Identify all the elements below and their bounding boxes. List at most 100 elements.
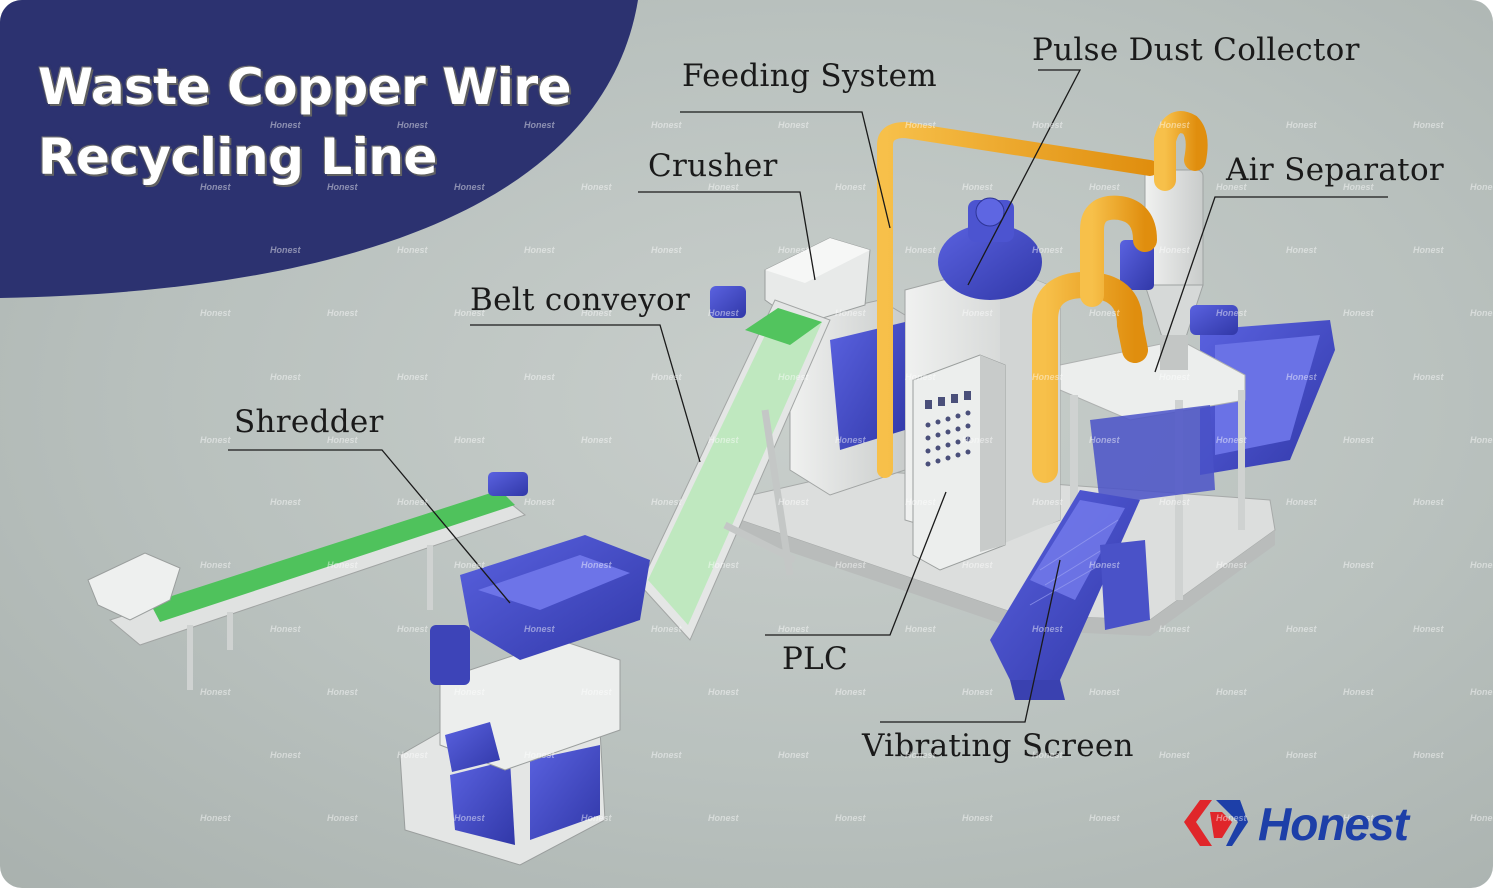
watermark-text: Honest bbox=[778, 120, 809, 130]
watermark-text: Honest bbox=[835, 687, 866, 697]
crusher-motor bbox=[830, 322, 905, 450]
watermark-text: Honest bbox=[581, 308, 612, 318]
watermark-text: Honest bbox=[1343, 308, 1374, 318]
watermark-text: Honest bbox=[1470, 813, 1493, 823]
watermark-text: Honest bbox=[905, 624, 936, 634]
watermark-text: Honest bbox=[397, 750, 428, 760]
watermark-text: Honest bbox=[778, 372, 809, 382]
title-band bbox=[0, 0, 638, 298]
watermark-text: Honest bbox=[200, 813, 231, 823]
leader-vibrating-screen bbox=[880, 559, 1061, 723]
watermark-text: Honest bbox=[1470, 435, 1493, 445]
watermark-text: Honest bbox=[1413, 624, 1444, 634]
label-air-separator: Air Separator bbox=[1226, 152, 1445, 188]
belt-conveyor-surface bbox=[648, 308, 822, 625]
watermark-text: Honest bbox=[1470, 560, 1493, 570]
watermark-text: Honest bbox=[835, 813, 866, 823]
watermark-text: Honest bbox=[270, 497, 301, 507]
watermark-text: Honest bbox=[581, 560, 612, 570]
title-block: Waste Copper Wire Recycling Line bbox=[0, 0, 640, 300]
watermark-text: Honest bbox=[270, 624, 301, 634]
watermark-text: Honest bbox=[962, 560, 993, 570]
label-plc: PLC bbox=[782, 641, 849, 677]
watermark-text: Honest bbox=[1413, 245, 1444, 255]
watermark-text: Honest bbox=[1089, 435, 1120, 445]
watermark-text: Honest bbox=[454, 308, 485, 318]
watermark-text: Honest bbox=[708, 687, 739, 697]
watermark-text: Honest bbox=[397, 245, 428, 255]
watermark-text: Honest bbox=[1413, 372, 1444, 382]
leader-lines bbox=[228, 69, 1388, 723]
watermark-text: Honest bbox=[1159, 750, 1190, 760]
watermark-text: Honest bbox=[835, 308, 866, 318]
watermark-text: Honest bbox=[835, 435, 866, 445]
watermark-text: Honest bbox=[651, 750, 682, 760]
watermark-text: Honest bbox=[905, 245, 936, 255]
watermark-text: Honest bbox=[454, 182, 485, 192]
watermark-text: Honest bbox=[1470, 687, 1493, 697]
watermark-text: Honest bbox=[524, 750, 555, 760]
watermark-text: Honest bbox=[1159, 624, 1190, 634]
leader-crusher bbox=[638, 191, 816, 281]
watermark-text: Honest bbox=[327, 560, 358, 570]
watermark-text: Honest bbox=[905, 372, 936, 382]
watermark-text: Honest bbox=[778, 624, 809, 634]
watermark-text: Honest bbox=[454, 687, 485, 697]
logo-emblem bbox=[1184, 800, 1248, 846]
watermark-text: Honest bbox=[651, 497, 682, 507]
leader-air-separator bbox=[1154, 196, 1388, 373]
watermark-text: Honest bbox=[270, 750, 301, 760]
watermark-text: Honest bbox=[835, 182, 866, 192]
watermark-text: Honest bbox=[1343, 435, 1374, 445]
watermark-text: Honest bbox=[1413, 750, 1444, 760]
watermark-text: Honest bbox=[524, 624, 555, 634]
watermark-text: Honest bbox=[1413, 497, 1444, 507]
leader-pulse-dust-collector bbox=[967, 69, 1082, 286]
watermark-text: Honest bbox=[1032, 497, 1063, 507]
watermark-text: Honest bbox=[708, 435, 739, 445]
watermark-text: Honest bbox=[905, 497, 936, 507]
watermark-text: Honest bbox=[1159, 497, 1190, 507]
title-line-2: Recycling Line bbox=[38, 128, 437, 186]
leader-belt-conveyor bbox=[470, 324, 701, 463]
watermark-text: Honest bbox=[1343, 813, 1374, 823]
pipe-b bbox=[1080, 195, 1157, 307]
watermark-text: Honest bbox=[524, 245, 555, 255]
watermark-text: Honest bbox=[962, 182, 993, 192]
plc-buttons bbox=[925, 391, 971, 467]
pipe-c bbox=[1154, 111, 1208, 191]
watermark-text: Honest bbox=[1286, 497, 1317, 507]
watermark-text: Honest bbox=[778, 750, 809, 760]
watermark-text: Honest bbox=[962, 308, 993, 318]
label-pulse-dust-collector: Pulse Dust Collector bbox=[1032, 32, 1360, 68]
watermark-text: Honest bbox=[708, 560, 739, 570]
watermark-text: Honest bbox=[581, 182, 612, 192]
watermark-text: Honest bbox=[1089, 813, 1120, 823]
watermark-text: Honest bbox=[454, 813, 485, 823]
watermark-text: Honest bbox=[651, 624, 682, 634]
watermark-text: Honest bbox=[1286, 245, 1317, 255]
label-vibrating-screen: Vibrating Screen bbox=[862, 728, 1134, 764]
watermark-text: Honest bbox=[1032, 624, 1063, 634]
watermark-text: Honest bbox=[524, 120, 555, 130]
watermark-text: Honest bbox=[270, 372, 301, 382]
watermark-text: Honest bbox=[397, 120, 428, 130]
logo-wordmark: Honest bbox=[1258, 798, 1409, 850]
watermark-text: Honest bbox=[651, 372, 682, 382]
watermark-text: Honest bbox=[327, 435, 358, 445]
page-title: Waste Copper Wire Recycling Line bbox=[38, 52, 572, 192]
watermark-text: Honest bbox=[454, 435, 485, 445]
watermark-text: Honest bbox=[1089, 308, 1120, 318]
watermark-text: Honest bbox=[1216, 560, 1247, 570]
watermark-text: Honest bbox=[962, 435, 993, 445]
watermark-text: Honest bbox=[1470, 182, 1493, 192]
watermark-text: Honest bbox=[1343, 182, 1374, 192]
watermark-text: Honest bbox=[651, 245, 682, 255]
watermark-text: Honest bbox=[1216, 813, 1247, 823]
watermark-text: Honest bbox=[327, 813, 358, 823]
watermark-text: Honest bbox=[1286, 624, 1317, 634]
watermark-text: Honest bbox=[1216, 687, 1247, 697]
feed-conveyor-belt bbox=[150, 490, 515, 622]
watermark-text: Honest bbox=[905, 750, 936, 760]
